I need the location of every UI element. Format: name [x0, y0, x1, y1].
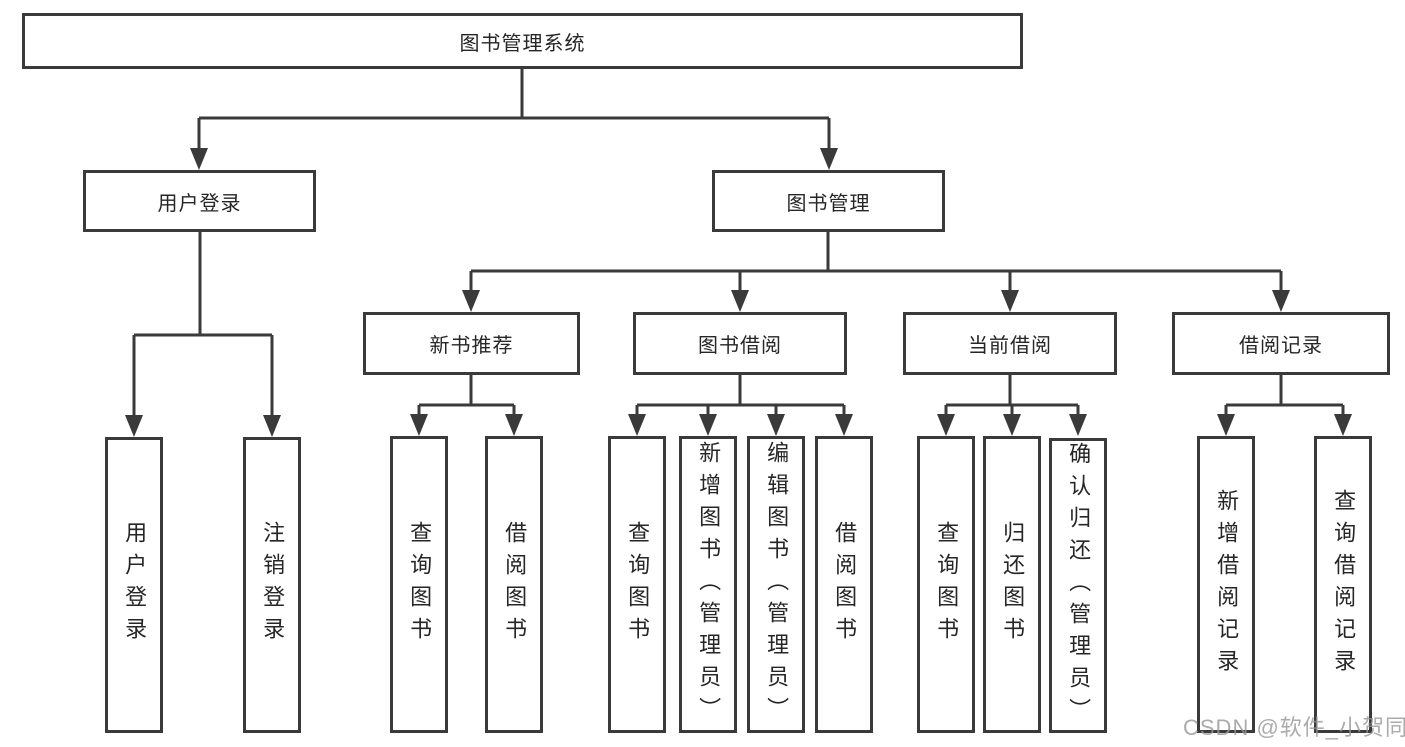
- node-label: 借阅记录: [1239, 335, 1323, 357]
- node-return-books: 归还图书: [983, 436, 1041, 733]
- node-label: 图书借阅: [698, 335, 782, 357]
- node-user-login-action: 用户登录: [105, 437, 163, 733]
- node-query-books-2: 查询图书: [608, 436, 666, 733]
- node-book-borrowing: 图书借阅: [633, 312, 847, 375]
- node-borrow-books-2: 借阅图书: [815, 436, 873, 733]
- node-current-borrowing: 当前借阅: [903, 312, 1117, 375]
- node-label: 查询图书: [625, 520, 651, 649]
- node-edit-book-admin: 编辑图书（管理员）: [747, 436, 805, 733]
- node-label: 归还图书: [1000, 520, 1026, 649]
- node-label: 借阅图书: [502, 520, 528, 649]
- node-label: 注销登录: [260, 521, 286, 649]
- node-label: 当前借阅: [968, 335, 1052, 357]
- node-label: 用户登录: [157, 192, 242, 215]
- node-user-login: 用户登录: [83, 170, 316, 232]
- node-borrow-books-1: 借阅图书: [485, 436, 543, 733]
- node-borrow-records: 借阅记录: [1172, 312, 1390, 375]
- node-query-books-3: 查询图书: [917, 436, 975, 733]
- node-new-book-recommend: 新书推荐: [363, 312, 580, 375]
- node-query-books-1: 查询图书: [390, 436, 448, 733]
- node-query-borrow-record: 查询借阅记录: [1314, 436, 1372, 733]
- node-library-management-system: 图书管理系统: [22, 13, 1023, 69]
- node-add-book-admin: 新增图书（管理员）: [679, 436, 737, 733]
- node-label: 图书管理系统: [459, 32, 586, 55]
- node-label: 用户登录: [122, 521, 148, 649]
- node-logout-action: 注销登录: [243, 437, 301, 733]
- node-add-borrow-record: 新增借阅记录: [1197, 436, 1255, 733]
- node-label: 图书管理: [786, 192, 871, 215]
- node-label: 查询图书: [934, 520, 960, 649]
- node-label: 查询图书: [407, 520, 433, 649]
- node-label: 新增借阅记录: [1214, 488, 1240, 681]
- node-label: 查询借阅记录: [1331, 488, 1357, 681]
- csdn-watermark: CSDN @软件_小贺同学: [1183, 715, 1405, 740]
- node-confirm-return-admin: 确认归还（管理员）: [1049, 438, 1107, 733]
- node-label: 新增图书（管理员）: [696, 440, 722, 729]
- node-label: 编辑图书（管理员）: [764, 440, 790, 729]
- node-book-management: 图书管理: [712, 170, 945, 232]
- node-label: 借阅图书: [832, 520, 858, 649]
- node-label: 新书推荐: [429, 335, 514, 357]
- node-label: 确认归还（管理员）: [1066, 441, 1092, 730]
